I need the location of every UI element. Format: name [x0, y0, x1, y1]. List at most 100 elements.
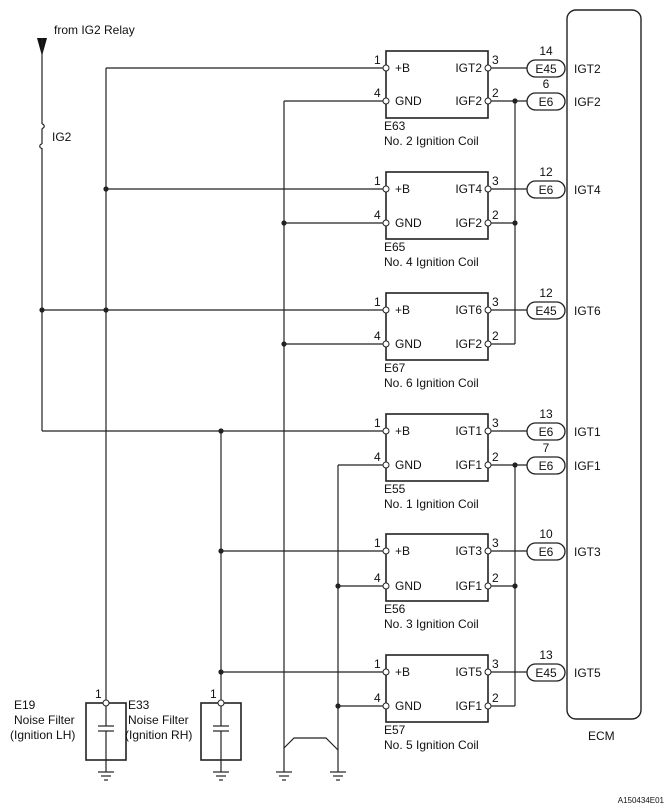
coil-label-b: +B [395, 61, 410, 75]
svg-text:E6: E6 [539, 459, 554, 473]
coil-label-b: +B [395, 424, 410, 438]
svg-text:12: 12 [539, 165, 553, 179]
svg-text:10: 10 [539, 527, 553, 541]
coil-label-gnd: GND [395, 216, 422, 230]
coil-label-igf: IGF1 [455, 699, 482, 713]
ecm-pin-igt4: E6 12 IGT4 [526, 165, 601, 199]
coil-pin-gnd: 4 [374, 208, 381, 222]
svg-text:6: 6 [543, 77, 550, 91]
svg-text:E6: E6 [539, 95, 554, 109]
svg-text:IGT6: IGT6 [574, 304, 601, 318]
coil-label-igt: IGT4 [455, 182, 482, 196]
coil-conn: E67 [384, 361, 406, 375]
coil-pin-gnd: 4 [374, 571, 381, 585]
coil-name: No. 6 Ignition Coil [384, 376, 479, 390]
coil-pin-gnd: 4 [374, 329, 381, 343]
coil-pin-igf: 2 [492, 329, 499, 343]
filter-rh-conn: E33 [128, 698, 150, 712]
svg-text:13: 13 [539, 407, 553, 421]
svg-text:IGT2: IGT2 [574, 62, 601, 76]
ecm-label: ECM [588, 729, 615, 743]
filter-rh-line2: (Ignition RH) [125, 728, 192, 742]
ground-icon [330, 771, 346, 781]
coil-pin-igt: 3 [492, 295, 499, 309]
coil-pin-b: 1 [374, 174, 381, 188]
coil-label-gnd: GND [395, 337, 422, 351]
coil-name: No. 5 Ignition Coil [384, 738, 479, 752]
coil-pin-b: 1 [374, 295, 381, 309]
coil-label-igt: IGT3 [455, 544, 482, 558]
ecm-pin-igf2: E6 6 IGF2 [526, 77, 601, 111]
coil-pin-gnd: 4 [374, 86, 381, 100]
coil-pin-igt: 3 [492, 657, 499, 671]
noise-filter-rh [200, 702, 242, 781]
coil-label-b: +B [395, 665, 410, 679]
coil-pin-igf: 2 [492, 86, 499, 100]
coil-e63: 1 4 3 2 +B GND IGT2 IGF2 E63 No. 2 Ignit… [374, 50, 499, 148]
svg-text:12: 12 [539, 286, 553, 300]
coil-label-igt: IGT5 [455, 665, 482, 679]
svg-text:IGF2: IGF2 [574, 95, 601, 109]
coil-label-igf: IGF2 [455, 94, 482, 108]
coil-pin-igf: 2 [492, 450, 499, 464]
source-label: from IG2 Relay [54, 23, 135, 37]
coil-conn: E56 [384, 602, 406, 616]
svg-text:13: 13 [539, 648, 553, 662]
coil-pin-b: 1 [374, 536, 381, 550]
svg-text:IGT5: IGT5 [574, 666, 601, 680]
svg-text:IGT1: IGT1 [574, 425, 601, 439]
coil-pin-igf: 2 [492, 571, 499, 585]
coil-name: No. 3 Ignition Coil [384, 617, 479, 631]
coil-pin-b: 1 [374, 657, 381, 671]
coil-label-igf: IGF2 [455, 216, 482, 230]
coil-name: No. 1 Ignition Coil [384, 497, 479, 511]
coil-conn: E57 [384, 723, 406, 737]
coil-pin-igt: 3 [492, 536, 499, 550]
svg-text:7: 7 [543, 441, 550, 455]
coil-pin-igf: 2 [492, 208, 499, 222]
svg-text:IGF1: IGF1 [574, 459, 601, 473]
coil-pin-b: 1 [374, 416, 381, 430]
svg-text:E6: E6 [539, 183, 554, 197]
coil-label-b: +B [395, 544, 410, 558]
coil-pin-igt: 3 [492, 174, 499, 188]
coil-label-igt: IGT1 [455, 424, 482, 438]
coil-label-gnd: GND [395, 579, 422, 593]
svg-text:E6: E6 [539, 545, 554, 559]
filter-rh-line1: Noise Filter [128, 713, 189, 727]
coil-e55: 1 4 3 2 +B GND IGT1 IGF1 E55 No. 1 Ignit… [374, 413, 499, 511]
filter-lh-line1: Noise Filter [14, 713, 75, 727]
filter-rh-pin: 1 [210, 687, 217, 701]
coil-label-gnd: GND [395, 458, 422, 472]
coil-conn: E55 [384, 482, 406, 496]
coil-e56: 1 4 3 2 +B GND IGT3 IGF1 E56 No. 3 Ignit… [374, 533, 499, 631]
coil-label-gnd: GND [395, 699, 422, 713]
fuse-label: IG2 [52, 130, 72, 144]
ecm-pin-igt6: E45 12 IGT6 [526, 286, 601, 320]
coil-name: No. 4 Ignition Coil [384, 255, 479, 269]
coil-label-igf: IGF1 [455, 458, 482, 472]
ecm-block [566, 9, 642, 720]
ecm-pin-igf1: E6 7 IGF1 [526, 441, 601, 475]
svg-text:IGT3: IGT3 [574, 545, 601, 559]
coil-pin-b: 1 [374, 53, 381, 67]
coil-label-b: +B [395, 303, 410, 317]
coil-label-gnd: GND [395, 94, 422, 108]
ecm-pin-igt1: E6 13 IGT1 [526, 407, 601, 441]
svg-text:14: 14 [539, 44, 553, 58]
filter-lh-pin: 1 [95, 687, 102, 701]
coil-e67: 1 4 3 2 +B GND IGT6 IGF2 E67 No. 6 Ignit… [374, 292, 499, 390]
filter-lh-line2: (Ignition LH) [10, 728, 75, 742]
ground-icon [276, 771, 292, 781]
coil-label-igt: IGT6 [455, 303, 482, 317]
coil-conn: E65 [384, 240, 406, 254]
figure-id: A150434E01 [618, 796, 665, 805]
coil-pin-igt: 3 [492, 53, 499, 67]
coil-label-igf: IGF1 [455, 579, 482, 593]
svg-text:E6: E6 [539, 425, 554, 439]
coil-pin-gnd: 4 [374, 691, 381, 705]
coil-conn: E63 [384, 119, 406, 133]
coil-name: No. 2 Ignition Coil [384, 134, 479, 148]
coil-label-igf: IGF2 [455, 337, 482, 351]
coil-label-igt: IGT2 [455, 61, 482, 75]
